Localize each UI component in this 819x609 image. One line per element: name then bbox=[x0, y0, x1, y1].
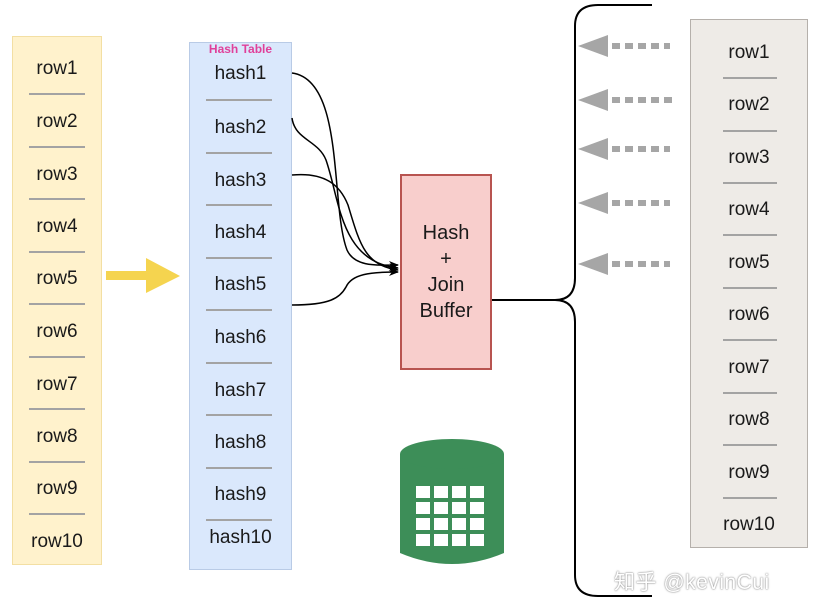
right-row: row2 bbox=[728, 94, 770, 115]
right-row: row7 bbox=[728, 357, 770, 378]
row-divider bbox=[29, 461, 85, 463]
row-divider bbox=[206, 467, 272, 469]
right-table: row1 row2 row3 row4 row5 row6 row7 row8 … bbox=[690, 19, 808, 548]
row-divider bbox=[723, 182, 777, 184]
hash-row: hash10 bbox=[209, 527, 272, 548]
row-divider bbox=[723, 339, 777, 341]
row-divider bbox=[723, 497, 777, 499]
row-divider bbox=[723, 287, 777, 289]
left-row: row2 bbox=[36, 111, 78, 132]
hash1-connector bbox=[291, 72, 399, 270]
database-icon bbox=[400, 439, 504, 564]
hash-row: hash2 bbox=[214, 117, 267, 138]
right-row: row8 bbox=[728, 409, 770, 430]
hash-row: hash6 bbox=[214, 327, 267, 348]
gray-dotted-arrow-icon bbox=[578, 253, 670, 275]
left-row: row7 bbox=[36, 374, 78, 395]
join-box-line: Hash bbox=[422, 222, 470, 244]
left-row: row5 bbox=[36, 268, 78, 289]
hash3-connector bbox=[291, 173, 399, 273]
left-row: row6 bbox=[36, 321, 78, 342]
right-row: row9 bbox=[728, 462, 770, 483]
hash-table: Hash Table hash1 hash2 hash3 hash4 hash5… bbox=[189, 42, 292, 570]
row-divider bbox=[29, 146, 85, 148]
hash-row: hash3 bbox=[214, 170, 267, 191]
row-divider bbox=[206, 99, 272, 101]
row-divider bbox=[206, 519, 272, 521]
yellow-arrow-icon bbox=[106, 258, 180, 293]
row-divider bbox=[723, 444, 777, 446]
left-row: row4 bbox=[36, 216, 78, 237]
watermark: 知乎 @kevinCui bbox=[614, 571, 770, 594]
row-divider bbox=[723, 130, 777, 132]
right-row: row5 bbox=[728, 252, 770, 273]
row-divider bbox=[206, 414, 272, 416]
left-row: row1 bbox=[36, 58, 78, 79]
right-row: row6 bbox=[728, 304, 770, 325]
row-divider bbox=[723, 77, 777, 79]
gray-dotted-arrow-icon bbox=[578, 192, 670, 214]
row-divider bbox=[206, 204, 272, 206]
hash-row: hash8 bbox=[214, 432, 267, 453]
row-divider bbox=[206, 362, 272, 364]
left-row: row9 bbox=[36, 478, 78, 499]
hash5-connector bbox=[291, 268, 399, 306]
left-row: row10 bbox=[31, 531, 83, 552]
row-divider bbox=[29, 93, 85, 95]
hash-row: hash1 bbox=[214, 63, 267, 84]
join-box-line: Join bbox=[427, 274, 465, 296]
hash-row: hash9 bbox=[214, 484, 267, 505]
row-divider bbox=[29, 408, 85, 410]
hash2-connector bbox=[291, 117, 399, 272]
curly-brace bbox=[554, 4, 652, 597]
row-divider bbox=[29, 356, 85, 358]
hash-row: hash7 bbox=[214, 380, 267, 401]
row-divider bbox=[206, 152, 272, 154]
right-row: row10 bbox=[723, 514, 775, 535]
hash-row: hash4 bbox=[214, 222, 267, 243]
row-divider bbox=[206, 309, 272, 311]
hash-row: hash5 bbox=[214, 274, 267, 295]
hash-table-title: Hash Table bbox=[208, 42, 273, 56]
join-box-line: + bbox=[440, 248, 452, 270]
gray-dotted-arrow-icon bbox=[578, 138, 670, 160]
left-row: row3 bbox=[36, 164, 78, 185]
row-divider bbox=[29, 513, 85, 515]
left-row: row8 bbox=[36, 426, 78, 447]
left-table: row1 row2 row3 row4 row5 row6 row7 row8 … bbox=[12, 36, 102, 565]
row-divider bbox=[29, 198, 85, 200]
gray-dotted-arrow-icon bbox=[578, 89, 672, 111]
hash-join-buffer: Hash + Join Buffer bbox=[400, 174, 492, 370]
right-row: row3 bbox=[728, 147, 770, 168]
row-divider bbox=[206, 257, 272, 259]
gray-dotted-arrow-icon bbox=[578, 35, 670, 57]
row-divider bbox=[723, 234, 777, 236]
row-divider bbox=[29, 251, 85, 253]
right-row: row1 bbox=[728, 42, 770, 63]
row-divider bbox=[723, 392, 777, 394]
join-box-line: Buffer bbox=[419, 300, 473, 322]
row-divider bbox=[29, 303, 85, 305]
right-row: row4 bbox=[728, 199, 770, 220]
